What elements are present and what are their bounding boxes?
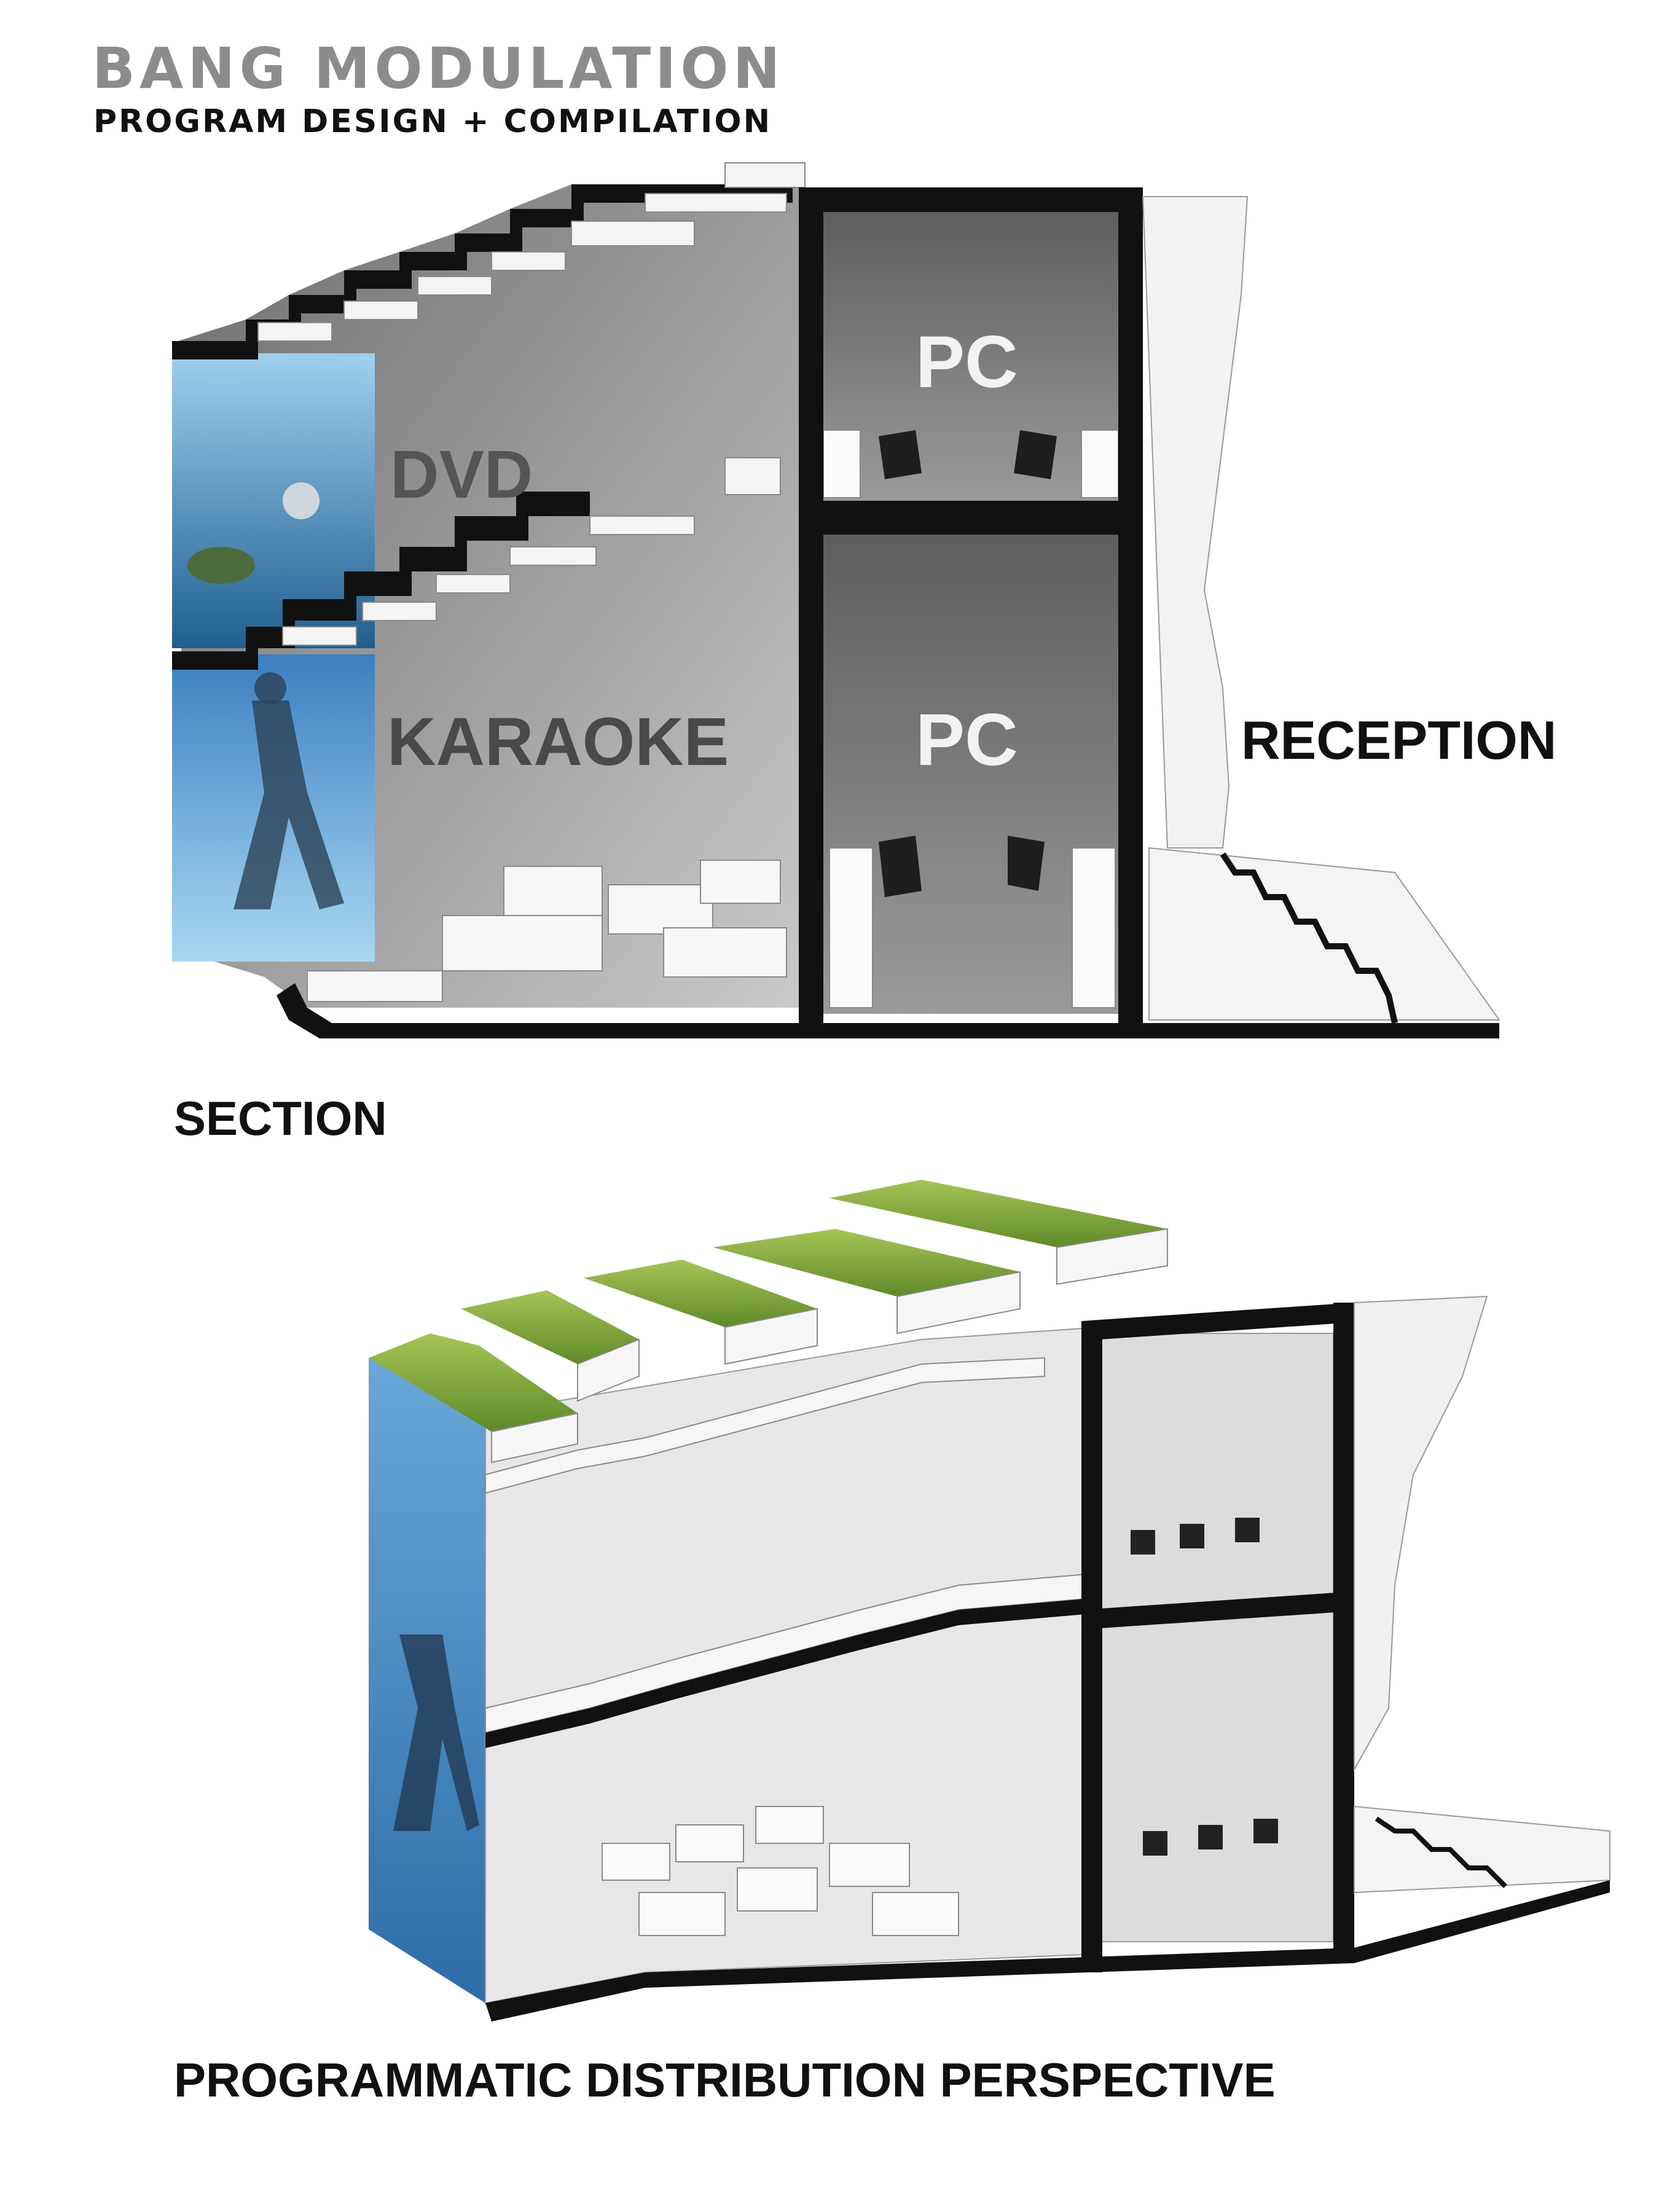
section-caption: SECTION [174,1091,387,1145]
label-pc-lower: PC [916,699,1018,781]
green-roof-4 [713,1229,1020,1296]
page-title: BANG MODULATION [92,36,785,101]
label-karaoke: KARAOKE [387,704,729,780]
green-roof-1 [369,1333,578,1432]
mid-floor-stairs [172,492,590,670]
perspective-caption: PROGRAMMATIC DISTRIBUTION PERSPECTIVE [174,2053,1276,2107]
ground-slab [276,983,1499,1038]
section-drawing: DVD KARAOKE PC PC RECEPTION [172,162,1556,1038]
label-reception: RECEPTION [1241,710,1556,771]
green-roof-3 [584,1260,817,1327]
page-subtitle: PROGRAM DESIGN + COMPILATION [93,103,772,140]
reception-steps [1220,852,1398,1024]
perspective-drawing [369,1180,1610,2022]
green-roof-5 [830,1180,1167,1247]
label-dvd: DVD [390,437,533,512]
pc-upper-room [823,212,1118,501]
label-pc-upper: PC [916,321,1018,403]
reception-stair [1142,196,1249,849]
perspective-base [485,1880,1610,2022]
green-roof-2 [461,1290,639,1364]
